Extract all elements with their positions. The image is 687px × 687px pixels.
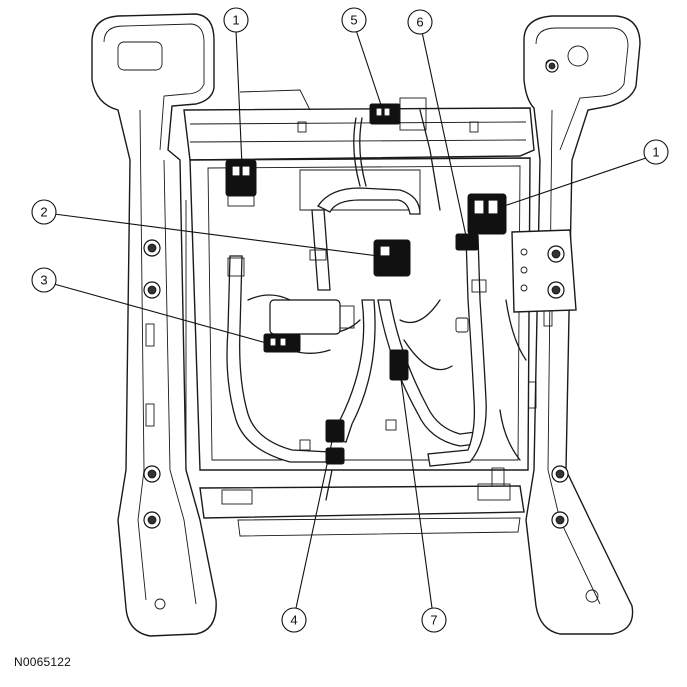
svg-text:3: 3 bbox=[40, 273, 47, 288]
rear-cross-member bbox=[183, 89, 535, 161]
front-cross-member bbox=[199, 467, 525, 537]
connector-4 bbox=[325, 419, 345, 465]
callout-7: 7 bbox=[399, 371, 447, 633]
connector-6 bbox=[455, 233, 479, 251]
connector-2 bbox=[373, 239, 411, 277]
callout-3: 3 bbox=[31, 267, 271, 345]
connector-7 bbox=[389, 349, 409, 381]
figure-id: N0065122 bbox=[14, 655, 71, 669]
callout-1-right: 1 bbox=[503, 139, 669, 207]
callout-2: 2 bbox=[31, 199, 379, 257]
svg-text:4: 4 bbox=[290, 613, 297, 628]
svg-text:2: 2 bbox=[40, 205, 47, 220]
connector-1-left bbox=[225, 159, 257, 207]
connector-1-right bbox=[467, 193, 507, 235]
callout-4: 4 bbox=[281, 431, 335, 633]
svg-text:1: 1 bbox=[652, 145, 659, 160]
callout-5: 5 bbox=[341, 7, 383, 109]
right-seat-rail bbox=[523, 15, 641, 635]
frame-bolts bbox=[143, 59, 569, 529]
callouts: 1 5 6 1 2 3 4 bbox=[31, 7, 669, 633]
svg-text:1: 1 bbox=[232, 13, 239, 28]
callout-6: 6 bbox=[407, 9, 467, 237]
svg-text:7: 7 bbox=[430, 613, 437, 628]
callout-1-left: 1 bbox=[223, 7, 249, 167]
right-mounting-bracket bbox=[511, 229, 577, 313]
left-seat-rail bbox=[91, 13, 217, 637]
connector-5 bbox=[369, 97, 427, 131]
connectors bbox=[225, 97, 507, 465]
connector-3 bbox=[263, 299, 355, 353]
svg-text:6: 6 bbox=[416, 15, 423, 30]
svg-text:5: 5 bbox=[350, 13, 357, 28]
